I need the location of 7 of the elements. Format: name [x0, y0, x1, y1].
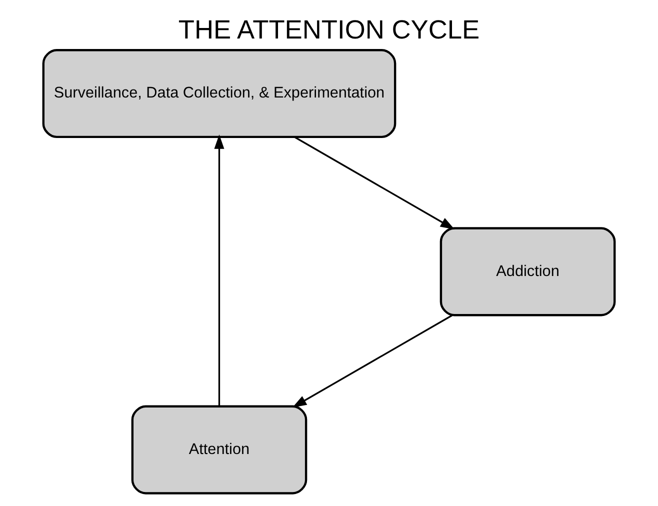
node-box: Attention	[131, 405, 308, 494]
arrow	[294, 136, 455, 230]
arrow	[292, 314, 453, 408]
node-box: Addiction	[440, 227, 616, 316]
arrow	[214, 134, 224, 406]
node-box: Surveillance, Data Collection, & Experimentation	[42, 49, 396, 138]
diagram-title: THE ATTENTION CYCLE	[178, 14, 480, 44]
